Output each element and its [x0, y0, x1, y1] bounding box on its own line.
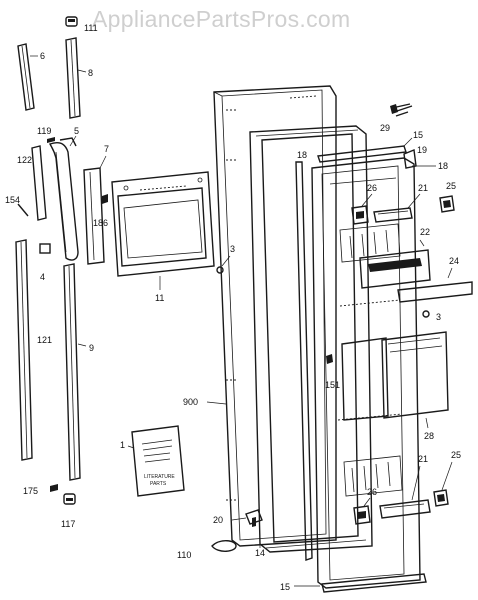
- literature-line2: PARTS: [150, 481, 167, 487]
- label-21b: 21: [418, 454, 428, 464]
- label-24: 24: [449, 256, 459, 266]
- part-9-trim-strip[interactable]: [63, 263, 81, 481]
- label-7: 7: [104, 144, 109, 154]
- part-186-screw[interactable]: [102, 194, 108, 204]
- watermark: AppliancePartsPros.com: [92, 6, 351, 32]
- label-4: 4: [40, 272, 45, 282]
- label-26a: 26: [367, 183, 377, 193]
- label-15b: 15: [413, 130, 423, 140]
- label-11: 11: [155, 293, 164, 303]
- part-21-shelf-bar-lower[interactable]: [379, 499, 431, 519]
- label-29: 29: [380, 123, 390, 133]
- part-28-cover-panel[interactable]: [341, 331, 449, 421]
- part-upper-shelf-frame: [339, 223, 401, 263]
- part-15-bottom-trim[interactable]: [321, 573, 427, 593]
- part-5-door-handle[interactable]: [49, 137, 79, 261]
- label-25b: 25: [451, 450, 461, 460]
- label-110: 110: [177, 550, 191, 560]
- label-14: 14: [255, 548, 265, 558]
- label-6: 6: [40, 51, 45, 61]
- part-25-end-cap-upper[interactable]: [439, 195, 455, 213]
- label-25a: 25: [446, 181, 456, 191]
- part-25-end-cap-lower[interactable]: [433, 489, 449, 507]
- part-122-handle-trim[interactable]: [31, 145, 47, 221]
- part-119-screw[interactable]: [47, 137, 55, 143]
- label-121: 121: [37, 335, 52, 345]
- part-117-cap[interactable]: [63, 493, 76, 505]
- label-21a: 21: [418, 183, 428, 193]
- part-20-hinge-pin[interactable]: [245, 509, 263, 527]
- part-22-shelf[interactable]: [359, 249, 431, 289]
- part-11-dispenser-panel[interactable]: [111, 171, 215, 277]
- part-18-vertical-trim[interactable]: [295, 161, 313, 561]
- part-1-literature-card[interactable]: LITERATURE PARTS: [131, 425, 185, 497]
- part-151-screw[interactable]: [326, 354, 333, 364]
- label-151: 151: [325, 380, 340, 390]
- label-18b: 18: [438, 161, 448, 171]
- part-26-shelf-clip-upper[interactable]: [351, 205, 369, 225]
- part-110-hinge-cap[interactable]: [211, 540, 237, 552]
- part-154-screw[interactable]: [17, 203, 29, 217]
- label-3a: 3: [230, 244, 235, 254]
- part-6-trim-strip[interactable]: [17, 43, 35, 111]
- label-8: 8: [88, 68, 93, 78]
- label-20: 20: [213, 515, 223, 525]
- label-119: 119: [37, 126, 51, 136]
- label-900: 900: [183, 397, 198, 407]
- part-111-cap[interactable]: [65, 16, 78, 27]
- label-122: 122: [17, 155, 32, 165]
- label-117: 117: [61, 519, 75, 529]
- part-3-screw-left[interactable]: [216, 266, 224, 274]
- label-19: 19: [417, 145, 427, 155]
- label-154: 154: [5, 195, 20, 205]
- part-900-door-outer-panel[interactable]: [213, 85, 337, 547]
- part-8-trim-strip[interactable]: [65, 37, 81, 119]
- label-28: 28: [424, 431, 434, 441]
- label-111: 111: [84, 23, 98, 33]
- label-26b: 26: [367, 487, 377, 497]
- label-9: 9: [89, 343, 94, 353]
- label-1: 1: [120, 440, 125, 450]
- label-175: 175: [23, 486, 38, 496]
- label-3b: 3: [436, 312, 441, 322]
- label-18a: 18: [297, 150, 307, 160]
- part-29-wire-harness[interactable]: [390, 103, 413, 117]
- part-3-screw-right[interactable]: [422, 310, 430, 318]
- literature-line1: LITERATURE: [144, 474, 175, 480]
- part-7-handle-bracket[interactable]: [83, 167, 105, 265]
- part-21-shelf-bar-upper[interactable]: [373, 207, 413, 223]
- part-121-trim-strip[interactable]: [15, 239, 33, 461]
- part-15-top-trim[interactable]: [317, 145, 407, 163]
- part-4-clip[interactable]: [39, 243, 51, 254]
- label-5: 5: [74, 126, 79, 136]
- label-22: 22: [420, 227, 430, 237]
- label-186: 186: [93, 218, 108, 228]
- part-26-shelf-clip-lower[interactable]: [353, 505, 371, 525]
- part-175-screw[interactable]: [50, 484, 58, 492]
- part-24-shelf-front[interactable]: [397, 281, 473, 303]
- label-15a: 15: [280, 582, 290, 592]
- part-lower-shelf-frame: [343, 455, 403, 497]
